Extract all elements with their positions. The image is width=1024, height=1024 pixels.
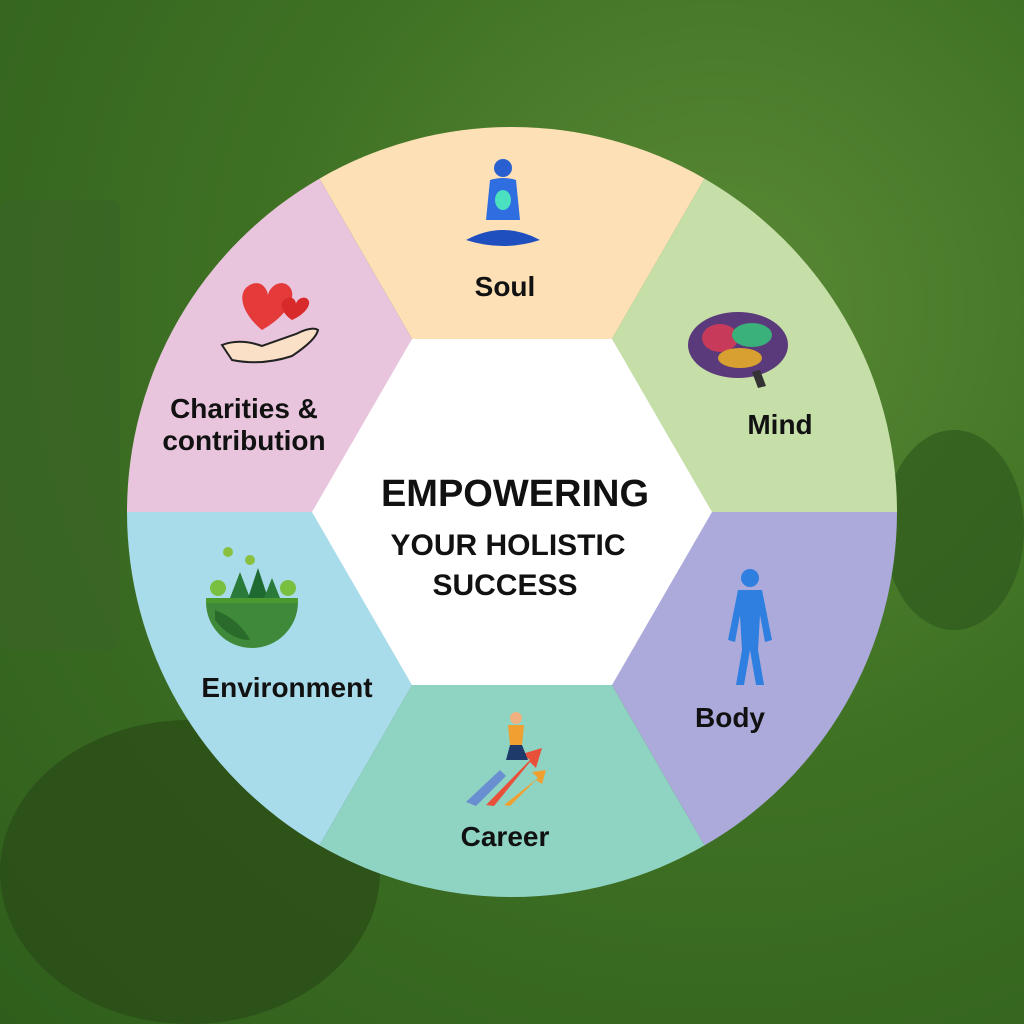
earth-trees-icon xyxy=(206,547,298,648)
segment-label-environment: Environment xyxy=(201,672,372,703)
segment-label-body: Body xyxy=(695,702,765,733)
segment-label-mind: Mind xyxy=(747,409,812,440)
segment-label-career: Career xyxy=(461,821,550,852)
left-building-silhouette xyxy=(0,200,120,650)
center-subtitle-line1: YOUR HOLISTIC xyxy=(390,529,625,562)
heart-hand-icon xyxy=(220,283,320,364)
segment-wedge-1 xyxy=(319,126,705,512)
brain-icon xyxy=(688,312,788,388)
meditation-icon xyxy=(466,159,540,246)
segment-label-charities: Charities & xyxy=(170,393,318,424)
career-growth-icon xyxy=(466,712,546,806)
center-subtitle-line2: SUCCESS xyxy=(432,569,577,602)
human-body-icon xyxy=(728,569,772,685)
segment-label-contribution: contribution xyxy=(162,425,325,456)
right-trees xyxy=(884,430,1024,630)
center-hexagon xyxy=(312,339,712,685)
segment-wedge-4 xyxy=(319,512,705,897)
segment-label-soul: Soul xyxy=(475,271,536,302)
center-title: EMPOWERING xyxy=(381,473,649,515)
